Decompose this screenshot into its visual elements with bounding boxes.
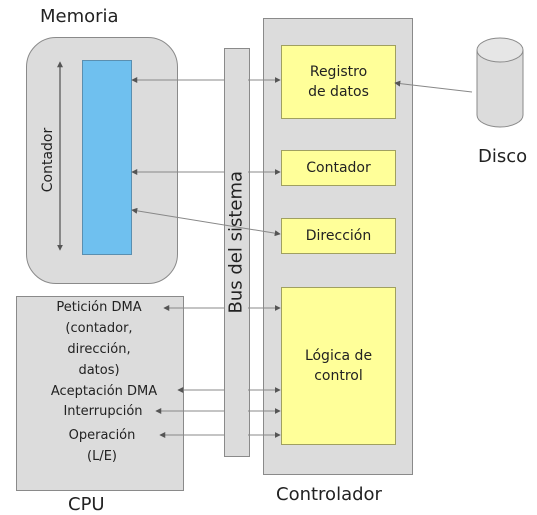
controller-label: Controlador [276,484,382,505]
counter-register-box: Contador [281,150,396,186]
memory-label: Memoria [40,6,119,27]
address-register-box: Dirección [281,218,396,254]
cpu-label: CPU [68,494,105,515]
control-logic-line1: Lógica de [304,348,373,364]
cpu-dma-ack: Aceptación DMA [50,384,158,399]
cpu-dma-request-detail-2: dirección, [67,342,131,357]
disk-label: Disco [478,146,528,167]
cpu-interrupt: Interrupción [63,404,143,419]
memory-address-link [131,207,281,237]
disk-data-register-link [394,80,473,93]
address-register-label: Dirección [305,228,372,244]
cpu-dma-request: Petición DMA [56,300,142,315]
data-register-box: Registro de datos [281,45,396,119]
cpu-operation-detail: (L/E) [87,449,117,464]
counter-register-label: Contador [306,160,371,176]
data-register-line2: de datos [308,84,369,100]
data-register-line1: Registro [309,64,368,80]
cpu-block [16,296,184,491]
cpu-operation: Operación [68,428,136,443]
disk-icon [476,37,524,128]
cpu-dma-request-detail-3: datos) [78,363,120,378]
cpu-dma-request-detail-1: (contador, [65,321,133,336]
control-logic-box: Lógica de control [281,287,396,445]
control-logic-line2: control [314,368,363,384]
memory-counter-region [82,60,132,255]
system-bus [224,48,250,457]
